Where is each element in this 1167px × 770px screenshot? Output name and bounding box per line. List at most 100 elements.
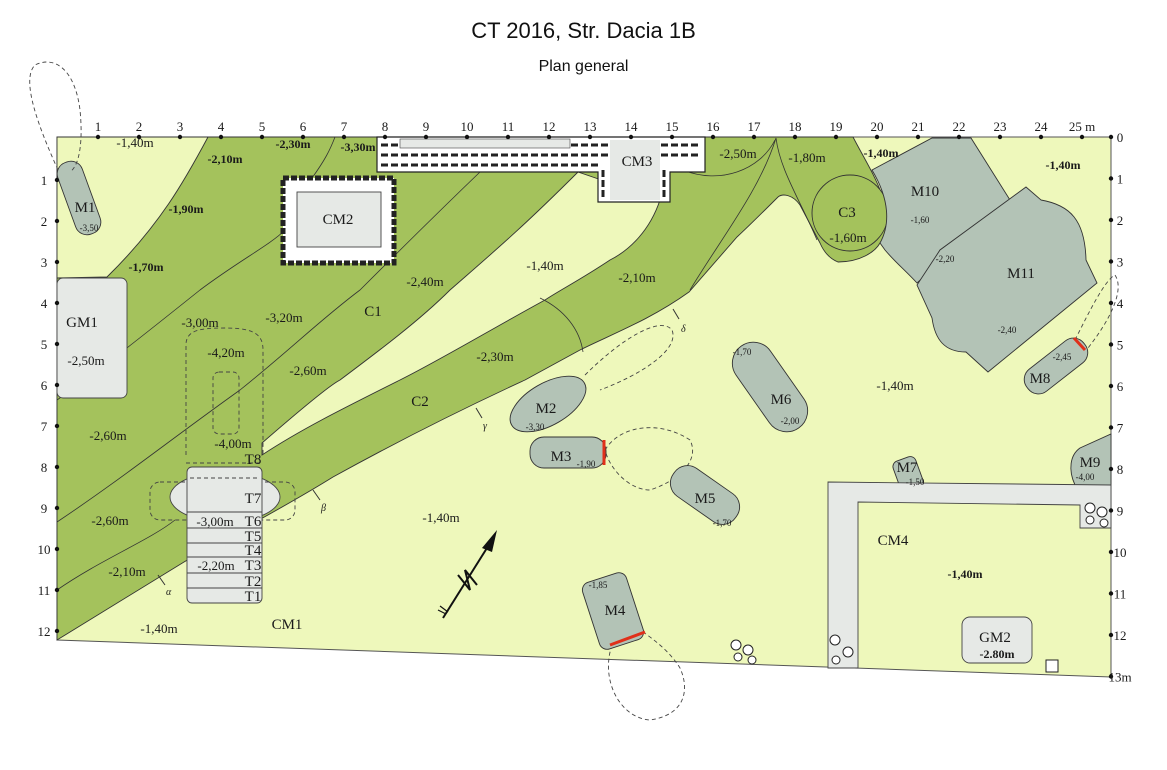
elevation-label: -3,20m xyxy=(265,310,302,325)
gm2-feature xyxy=(961,616,1033,664)
m11-feature xyxy=(916,186,1098,373)
top-axis-label: 13 xyxy=(584,119,597,134)
top-axis-tick xyxy=(95,134,101,140)
right-axis-tick xyxy=(1108,632,1114,638)
label-m3: M3 xyxy=(551,449,572,465)
top-axis-label: 23 xyxy=(994,119,1007,134)
elevation-label: -1,40m xyxy=(526,258,563,273)
top-axis-tick xyxy=(915,134,921,140)
right-axis-tick xyxy=(1108,300,1114,306)
label-t4: T4 xyxy=(245,543,262,559)
left-axis-label: 5 xyxy=(41,337,48,352)
m2-feature xyxy=(509,375,587,433)
label-m10: M10 xyxy=(911,184,939,200)
label-cm1: CM1 xyxy=(272,617,303,633)
right-axis-label: 0 xyxy=(1117,130,1124,145)
left-axis-tick xyxy=(54,628,60,634)
plan-subtitle: Plan general xyxy=(538,58,629,75)
elevation-label: -1,40m xyxy=(1046,158,1081,172)
contour-line xyxy=(56,519,176,591)
label-t8: T8 xyxy=(245,452,262,468)
left-axis-label: 8 xyxy=(41,460,48,475)
elevation-label: -2,10m xyxy=(208,152,243,166)
label-c3: C3 xyxy=(838,205,856,221)
left-axis-label: 11 xyxy=(38,583,51,598)
right-axis-tick xyxy=(1108,425,1114,430)
label-m11: M11 xyxy=(1007,266,1035,282)
label-t7: T7 xyxy=(245,491,262,507)
label-c2: C2 xyxy=(411,394,429,410)
label-m1: M1 xyxy=(75,200,96,216)
top-axis-label: 2 xyxy=(136,119,143,134)
top-axis-tick xyxy=(218,134,224,140)
contour-line xyxy=(311,136,336,179)
top-axis-tick xyxy=(464,134,470,140)
left-axis-tick xyxy=(54,505,60,511)
top-axis-tick xyxy=(1079,134,1085,140)
left-axis-tick xyxy=(54,546,60,552)
top-axis-label: 18 xyxy=(789,119,802,134)
right-axis-label: 10 xyxy=(1114,545,1127,560)
cm4-wall xyxy=(827,481,1112,669)
top-axis-label: 7 xyxy=(341,119,348,134)
label-m2: M2 xyxy=(536,401,557,417)
left-axis-label: 10 xyxy=(38,542,51,557)
top-axis-label: 16 xyxy=(707,119,721,134)
top-axis-tick xyxy=(546,134,552,140)
elevation-label: -2.80m xyxy=(980,647,1015,661)
label-gm1: GM1 xyxy=(66,315,98,331)
right-axis-tick xyxy=(1108,383,1114,389)
top-axis-tick xyxy=(792,134,798,140)
yellow-strip xyxy=(261,171,661,456)
left-axis-label: 2 xyxy=(41,214,48,229)
elevation-label: -1,60m xyxy=(829,230,866,245)
section-mark-beta xyxy=(312,489,321,501)
right-axis-label: 3 xyxy=(1117,255,1124,270)
top-axis-tick xyxy=(628,134,634,140)
top-axis-label: 14 xyxy=(625,119,639,134)
m3-dashed-outline xyxy=(604,427,694,491)
elevation-label: -2,30m xyxy=(276,137,311,151)
left-axis-label: 9 xyxy=(41,501,48,516)
left-axis-tick xyxy=(54,464,60,470)
top-axis-tick xyxy=(874,134,880,140)
contour-line xyxy=(689,137,818,291)
right-axis-tick xyxy=(1108,259,1114,264)
m5-feature xyxy=(669,465,741,525)
top-axis-label: 10 xyxy=(461,119,474,134)
small-elevation-label: -2,40 xyxy=(998,325,1017,335)
elevation-label: -4,00m xyxy=(214,436,251,451)
right-axis-label: 13m xyxy=(1108,670,1131,685)
m6-feature xyxy=(731,341,809,433)
m4-dashed-outline xyxy=(608,629,685,721)
m4-red-edge xyxy=(609,630,646,647)
cm4-stones xyxy=(730,502,1109,673)
left-axis-label: 12 xyxy=(38,624,51,639)
top-axis-tick xyxy=(710,134,716,140)
top-axis-label: 6 xyxy=(300,119,307,134)
top-axis-label: 8 xyxy=(382,119,389,134)
elevation-label: -2,10m xyxy=(618,270,655,285)
t-dashed-box xyxy=(149,481,296,521)
small-elevation-label: -1,60 xyxy=(911,215,930,225)
t-step-lines xyxy=(187,511,262,589)
left-axis-tick xyxy=(54,382,60,388)
small-elevation-label: -1,85 xyxy=(589,580,608,590)
right-axis-label: 9 xyxy=(1117,504,1124,519)
elevation-label: -2,10m xyxy=(108,564,145,579)
label-cm4: CM4 xyxy=(878,533,909,549)
top-axis-label: 20 xyxy=(871,119,884,134)
small-elevation-label: -4,00 xyxy=(1076,472,1095,482)
t-dashed-inner xyxy=(212,371,240,435)
contour-line xyxy=(56,171,481,523)
m8-red-edge xyxy=(1072,336,1087,352)
elevation-label: -2,30m xyxy=(476,349,513,364)
small-elevation-label: -2,45 xyxy=(1053,352,1072,362)
label-t6: T6 xyxy=(245,514,262,530)
top-axis-tick xyxy=(259,134,265,140)
label-alpha: α xyxy=(166,587,172,598)
right-axis-label: 1 xyxy=(1117,172,1124,187)
label-beta: β xyxy=(320,503,326,514)
right-axis-tick xyxy=(1108,134,1114,140)
